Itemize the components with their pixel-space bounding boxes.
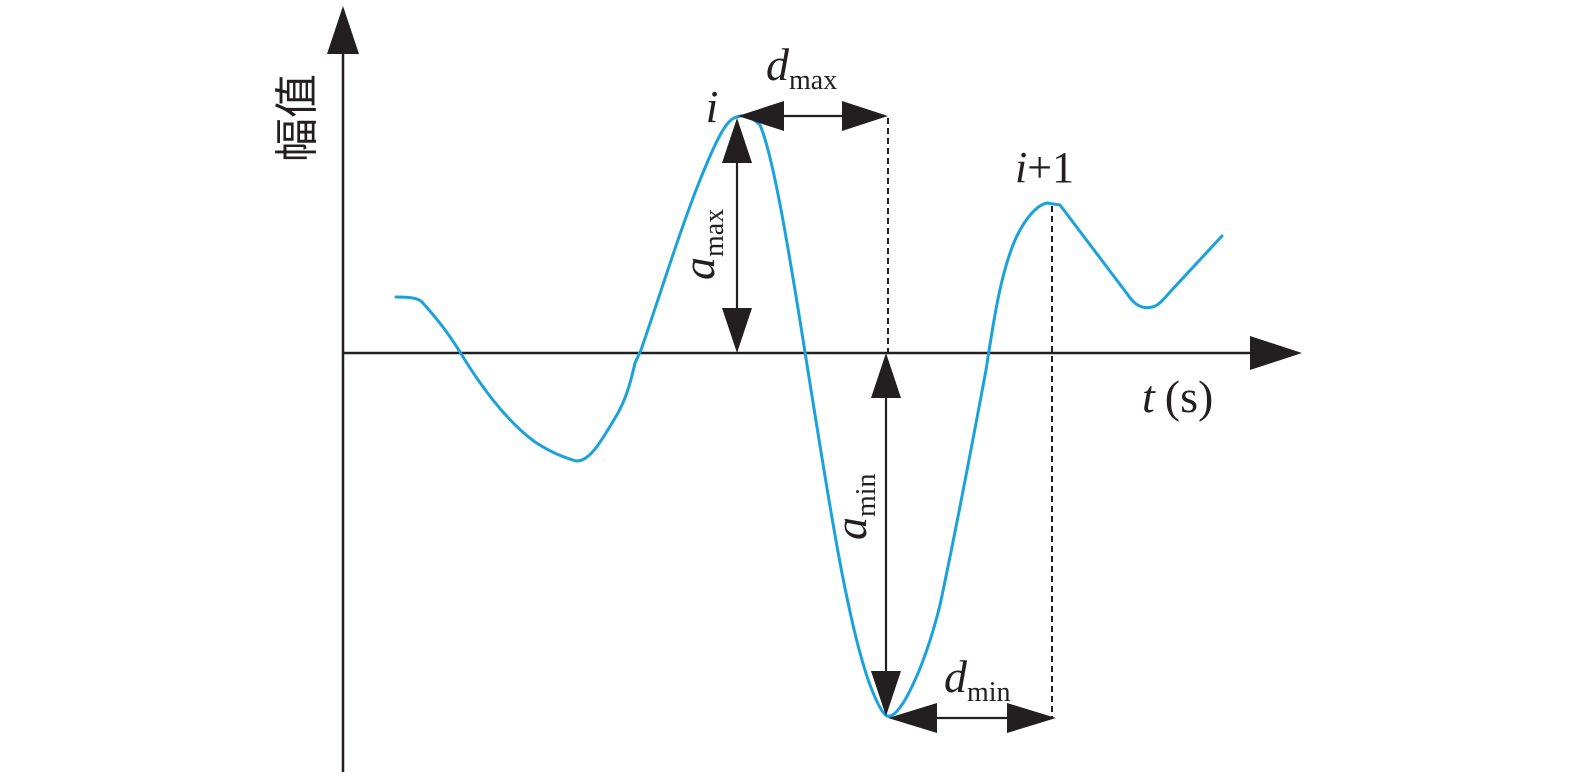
x-axis-arrowhead bbox=[1250, 336, 1302, 370]
x-axis-variable: t bbox=[1142, 371, 1156, 422]
a-max-base: a bbox=[673, 257, 724, 280]
y-axis-arrowhead bbox=[327, 6, 359, 54]
d-max-base: d bbox=[766, 39, 790, 90]
x-axis-unit: (s) bbox=[1165, 371, 1214, 422]
peak-i-plus-1-suffix: +1 bbox=[1027, 143, 1074, 192]
a-max-dimension-arrow bbox=[722, 118, 752, 353]
d-min-subscript: min bbox=[967, 677, 1011, 708]
a-max-subscript: max bbox=[699, 209, 730, 257]
a-min-subscript: min bbox=[851, 473, 882, 517]
signal-curve bbox=[394, 114, 1224, 718]
d-min-dimension-arrow bbox=[888, 703, 1056, 733]
peak-i-plus-1-label: i+1 bbox=[1015, 143, 1074, 192]
a-max-label: amax bbox=[673, 209, 730, 280]
a-min-label: amin bbox=[825, 473, 882, 540]
d-max-dimension-arrow bbox=[738, 101, 888, 131]
d-min-base: d bbox=[944, 651, 968, 702]
a-min-base: a bbox=[825, 517, 876, 540]
d-min-label: dmin bbox=[944, 651, 1011, 708]
peak-i-label: i bbox=[706, 81, 719, 132]
peak-i-plus-1-variable: i bbox=[1015, 143, 1027, 192]
a-min-dimension-arrow bbox=[871, 353, 901, 716]
d-max-label: dmax bbox=[766, 39, 837, 96]
x-axis-label: t(s) bbox=[1142, 371, 1213, 422]
d-max-subscript: max bbox=[789, 65, 837, 96]
y-axis-label: 幅值 bbox=[273, 74, 322, 162]
